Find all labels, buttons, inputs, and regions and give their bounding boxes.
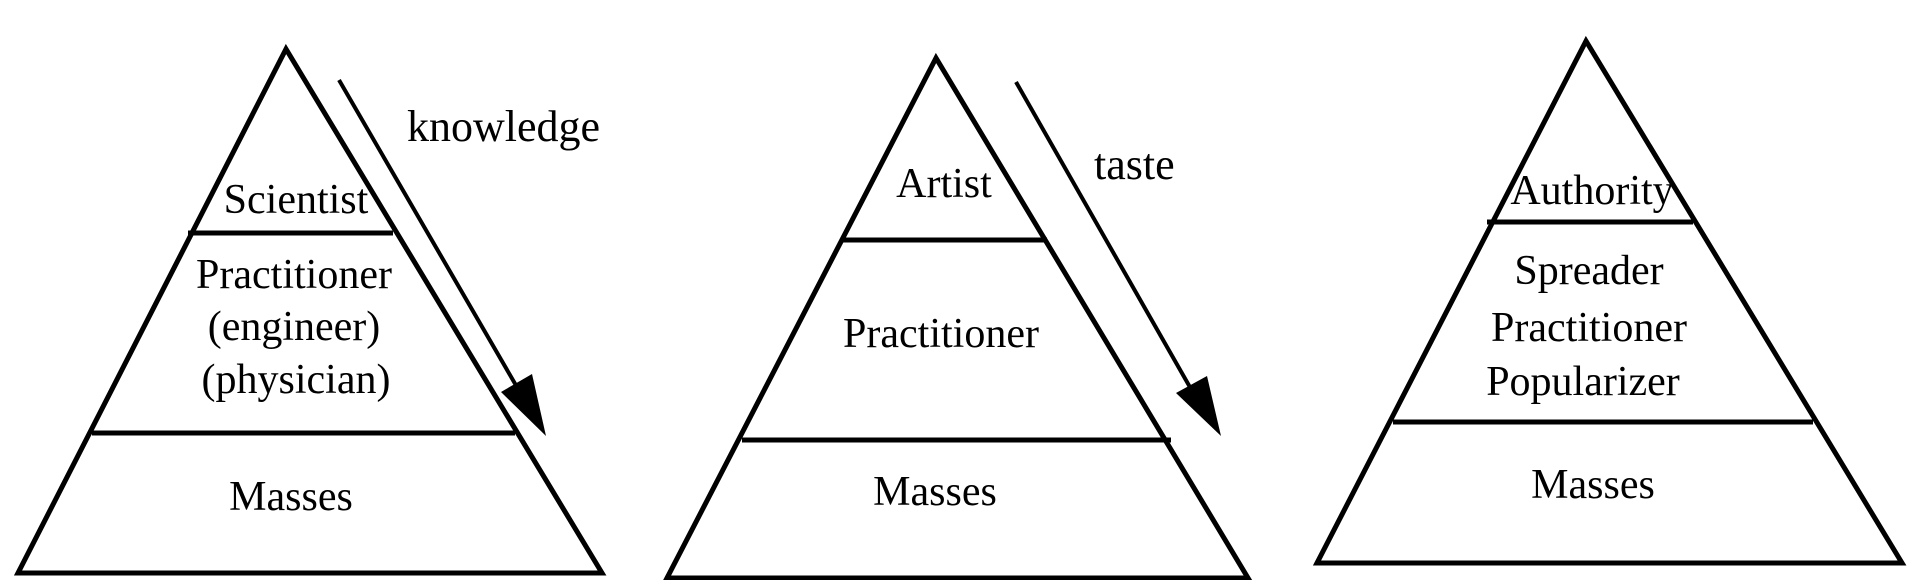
tier-label-bottom: Masses	[1531, 462, 1655, 508]
pyramid-outline	[1312, 35, 1907, 566]
tier-label-middle: Spreader	[1514, 248, 1663, 294]
tier-label-top: Artist	[896, 161, 992, 207]
pyramid-outline	[662, 52, 1253, 581]
pyramid-outline	[13, 43, 607, 576]
pyramid-taste: Artist Practitioner Masses taste	[662, 52, 1253, 581]
tier-label-middle: Practitioner	[196, 252, 392, 298]
tier-label-middle: Popularizer	[1486, 359, 1680, 405]
tier-label-middle: Practitioner	[843, 311, 1039, 357]
pyramid-authority: Authority Spreader Practitioner Populari…	[1312, 35, 1907, 566]
flow-label: knowledge	[407, 102, 600, 151]
tier-label-middle: (engineer)	[208, 304, 381, 350]
tier-label-middle: (physician)	[202, 357, 391, 403]
down-arrow-icon	[1014, 81, 1221, 436]
down-arrow-icon	[337, 78, 546, 436]
flow-label: taste	[1094, 140, 1175, 189]
tier-label-bottom: Masses	[229, 474, 353, 520]
pyramid-knowledge: Scientist Practitioner (engineer) (physi…	[13, 43, 607, 576]
tier-label-bottom: Masses	[873, 469, 997, 515]
tier-label-top: Scientist	[224, 177, 369, 223]
tier-label-top: Authority	[1510, 168, 1673, 214]
tier-label-middle: Practitioner	[1491, 305, 1687, 351]
